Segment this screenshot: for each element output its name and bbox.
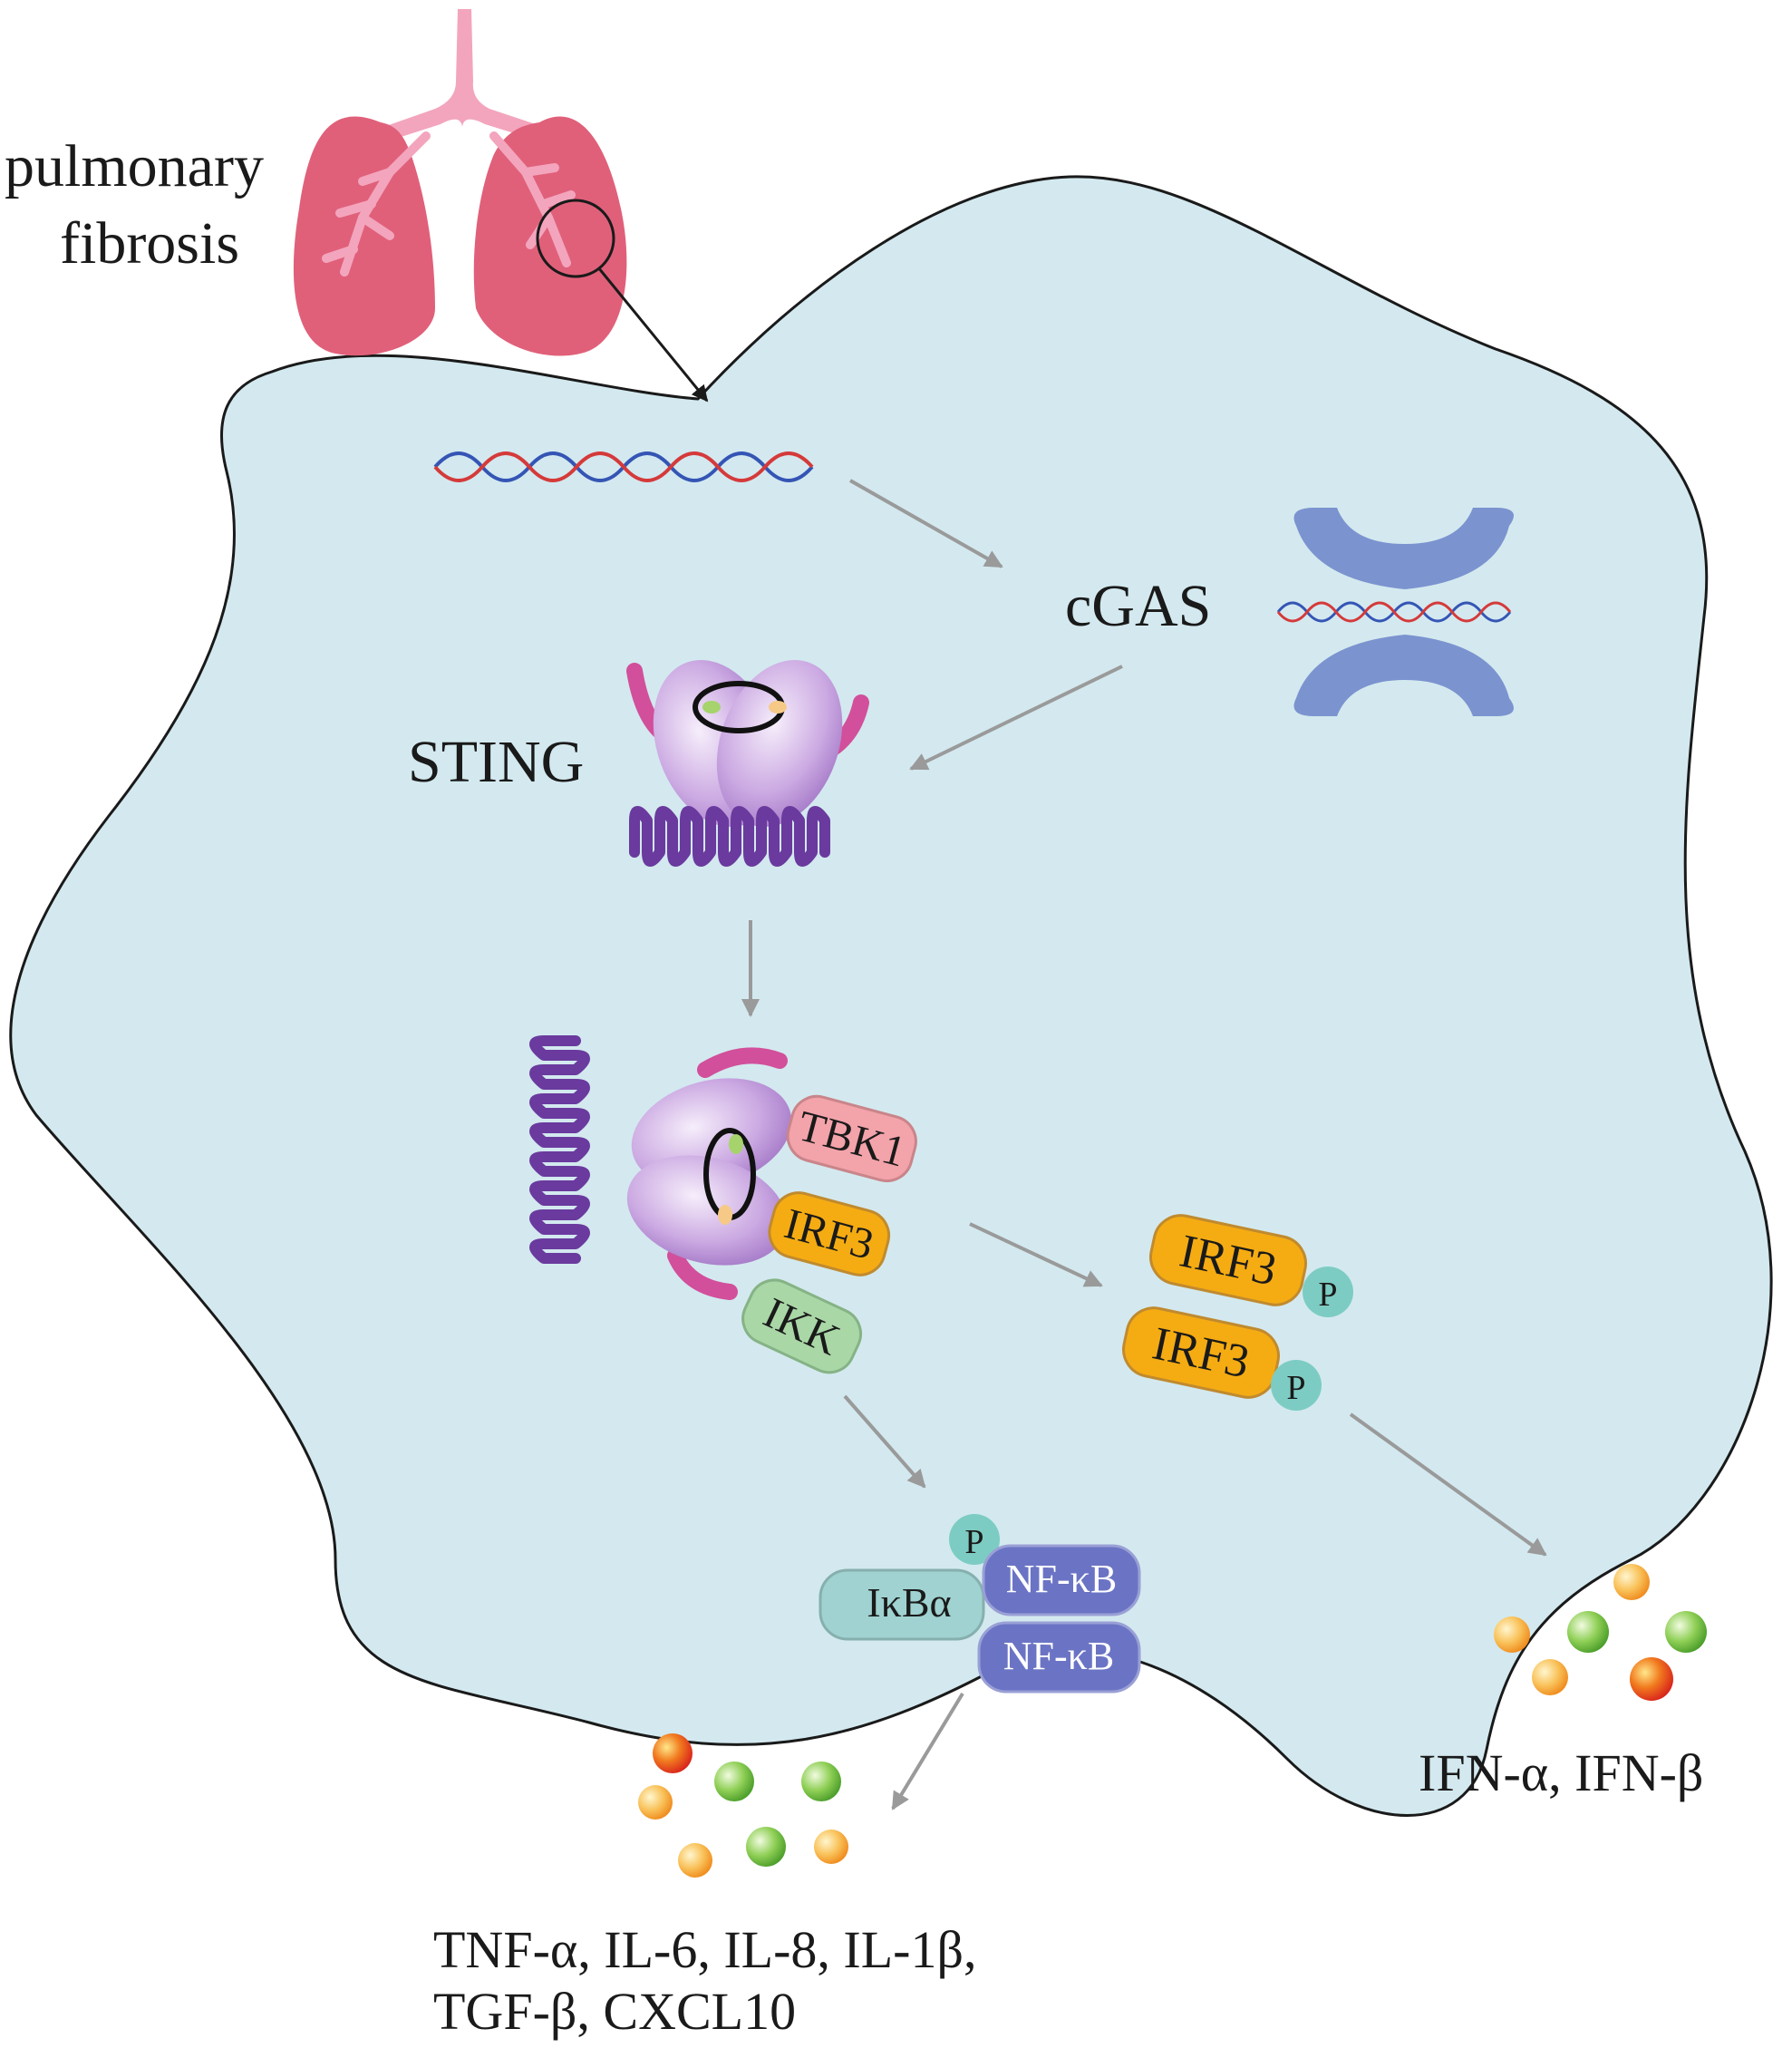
right-lung [473,116,627,356]
ikba-nfkb-complex: IκBα P NF-κB NF-κB [819,1514,1141,1694]
lungs-illustration [293,9,709,403]
cgas-protein [1276,508,1514,716]
magnify-arrow [596,267,709,403]
arrow-dna-to-cgas [849,479,1003,568]
magnify-circle [536,199,615,278]
cytosolic-dna [433,451,814,482]
phospho-2-label: P [1286,1369,1305,1407]
organ-label-line2: fibrosis [60,210,239,277]
arrow-ikk-to-nfkb [843,1394,926,1489]
sting-label: STING [408,729,584,795]
trachea [383,9,544,141]
arrow-to-irf3-p [969,1222,1103,1287]
irf3-pill: IRF3 [768,1191,891,1276]
nfkb-pill-2 [977,1621,1141,1694]
phospho-ikba [949,1514,1000,1565]
ifn-output-label: IFN-α, IFN-β [1419,1743,1703,1802]
nfkb-2-label: NF-κB [1003,1634,1114,1678]
cytokines-label-line1: TNF-α, IL-6, IL-8, IL-1β, [433,1920,976,1979]
sting-tbk1-complex: TBK1 IRF3 IKK [529,1035,917,1374]
arrow-to-ifn [1349,1412,1547,1557]
ikba-pill [819,1568,985,1641]
irf3-phospho-dimer: IRF3 P IRF3 P [1122,1214,1353,1411]
phospho-ikba-label: P [964,1523,983,1561]
cgas-label: cGAS [1065,573,1211,639]
phospho-1 [1303,1267,1353,1317]
cell-membrane [9,175,1773,1817]
phospho-1-label: P [1318,1276,1337,1314]
phospho-2 [1271,1360,1322,1411]
sting-dimer [626,660,869,867]
arrow-cgas-to-sting [909,665,1123,771]
ikba-label: IκBα [867,1579,951,1626]
cytokine-molecules [638,1733,848,1878]
organ-label-line1: pulmonary [5,133,264,199]
nfkb-pill-1 [982,1544,1141,1616]
cytokines-label-line2: TGF-β, CXCL10 [433,1982,796,2041]
arrow-nfkb-to-cytokines [891,1692,964,1810]
ifn-molecules [1494,1564,1707,1701]
left-lung [293,116,435,356]
nfkb-1-label: NF-κB [1006,1557,1117,1601]
